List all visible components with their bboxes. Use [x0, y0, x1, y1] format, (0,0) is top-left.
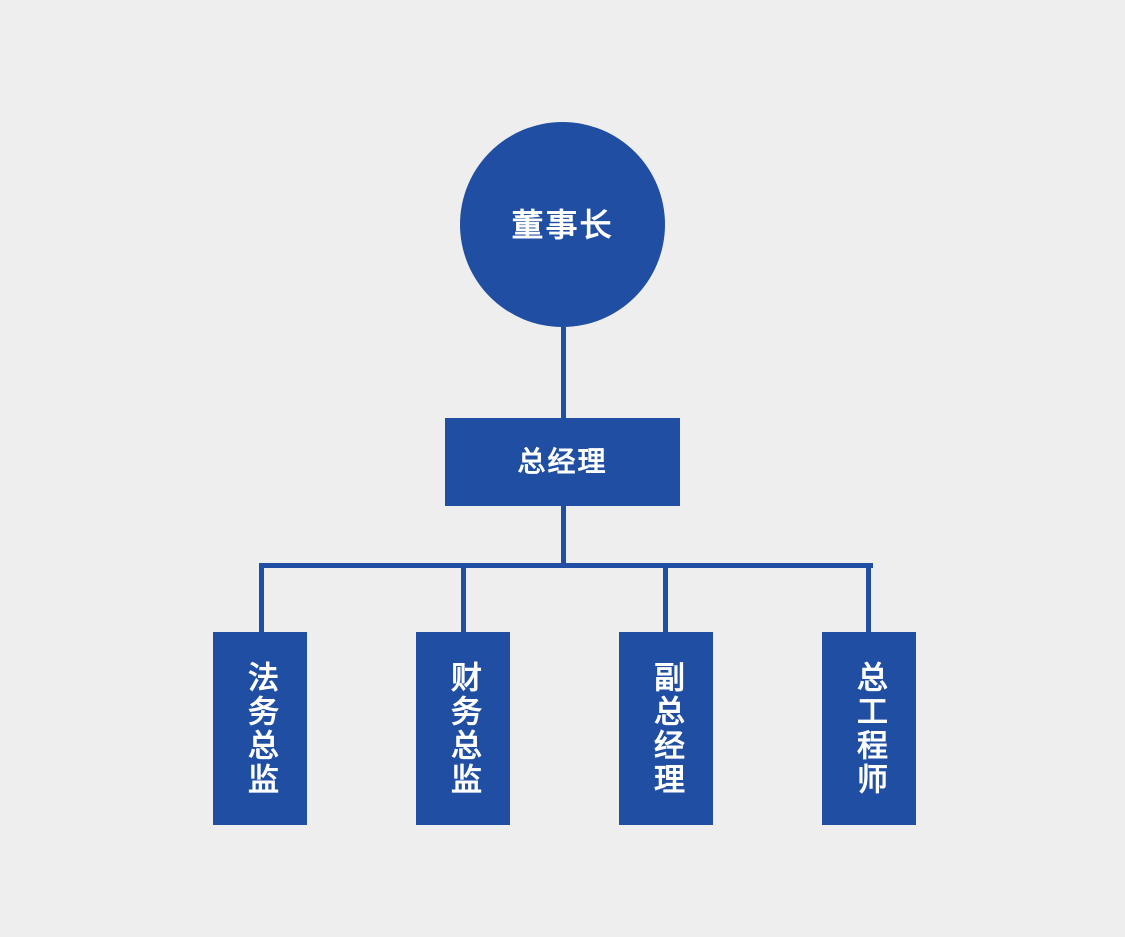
connector-drop-leaf-2	[461, 563, 466, 632]
node-finance-director[interactable]: 财务总监	[416, 632, 510, 825]
node-deputy-general-manager-label: 副总经理	[648, 660, 684, 797]
connector-drop-leaf-4	[866, 563, 871, 632]
node-chairman[interactable]: 董事长	[460, 122, 665, 327]
node-legal-director[interactable]: 法务总监	[213, 632, 307, 825]
node-chief-engineer[interactable]: 总工程师	[822, 632, 916, 825]
connector-drop-leaf-3	[663, 563, 668, 632]
connector-root-to-manager	[561, 327, 566, 418]
node-general-manager[interactable]: 总经理	[445, 418, 680, 506]
node-legal-director-label: 法务总监	[242, 660, 278, 797]
node-finance-director-label: 财务总监	[445, 660, 481, 797]
node-deputy-general-manager[interactable]: 副总经理	[619, 632, 713, 825]
node-chairman-label: 董事长	[511, 206, 614, 243]
connector-manager-to-bus	[561, 506, 566, 568]
connector-horizontal-bus	[259, 563, 873, 568]
connector-drop-leaf-1	[259, 563, 264, 632]
node-general-manager-label: 总经理	[517, 446, 608, 477]
node-chief-engineer-label: 总工程师	[851, 660, 887, 797]
